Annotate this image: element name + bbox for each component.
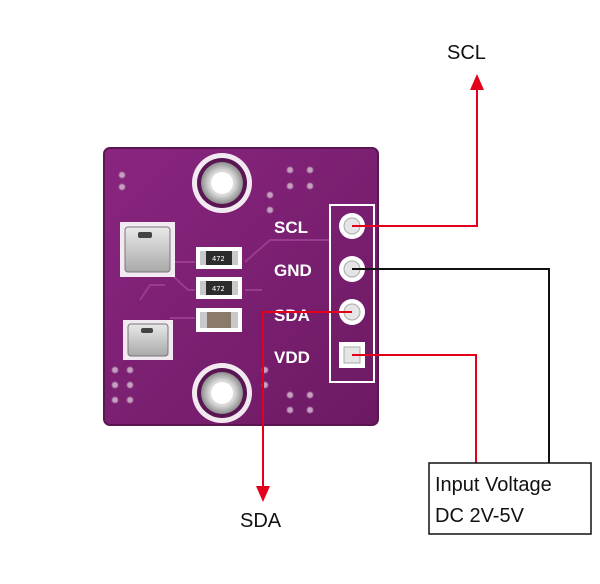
- mounting-hole-bottom: [192, 363, 252, 423]
- input-voltage-frame: [428, 462, 592, 535]
- via-group: [111, 166, 314, 414]
- resistor-r1: 472: [196, 247, 242, 269]
- pin-label-gnd: GND: [274, 261, 312, 280]
- input-voltage-line2: DC 2V-5V: [435, 505, 525, 527]
- resistor-r1-code: 472: [212, 255, 225, 263]
- arrow-up-scl-icon: [470, 74, 484, 90]
- input-voltage-box: Input Voltage DC 2V-5V: [428, 462, 592, 535]
- wire-scl: [352, 88, 478, 227]
- pin-label-sda: SDA: [274, 306, 310, 325]
- resistor-r2-code: 472: [212, 285, 225, 293]
- pin-label-scl: SCL: [274, 218, 308, 237]
- sensor-chip-bottom: [123, 320, 173, 360]
- wire-sda: [262, 311, 352, 488]
- wire-vdd: [352, 354, 477, 463]
- arrow-down-sda-icon: [256, 486, 270, 502]
- sensor-chip-top: [120, 222, 175, 277]
- pcb-board: 472 472 SCL GND SDA VDD: [103, 147, 379, 426]
- resistor-r2: 472: [196, 277, 242, 299]
- wire-gnd: [352, 268, 550, 463]
- annotation-sda: SDA: [240, 510, 282, 532]
- input-voltage-line1: Input Voltage: [435, 474, 552, 496]
- annotation-scl: SCL: [447, 42, 486, 64]
- capacitor-c1: [196, 308, 242, 332]
- pin-header-outline: [329, 204, 375, 383]
- mounting-hole-top: [192, 153, 252, 213]
- pin-label-vdd: VDD: [274, 348, 310, 367]
